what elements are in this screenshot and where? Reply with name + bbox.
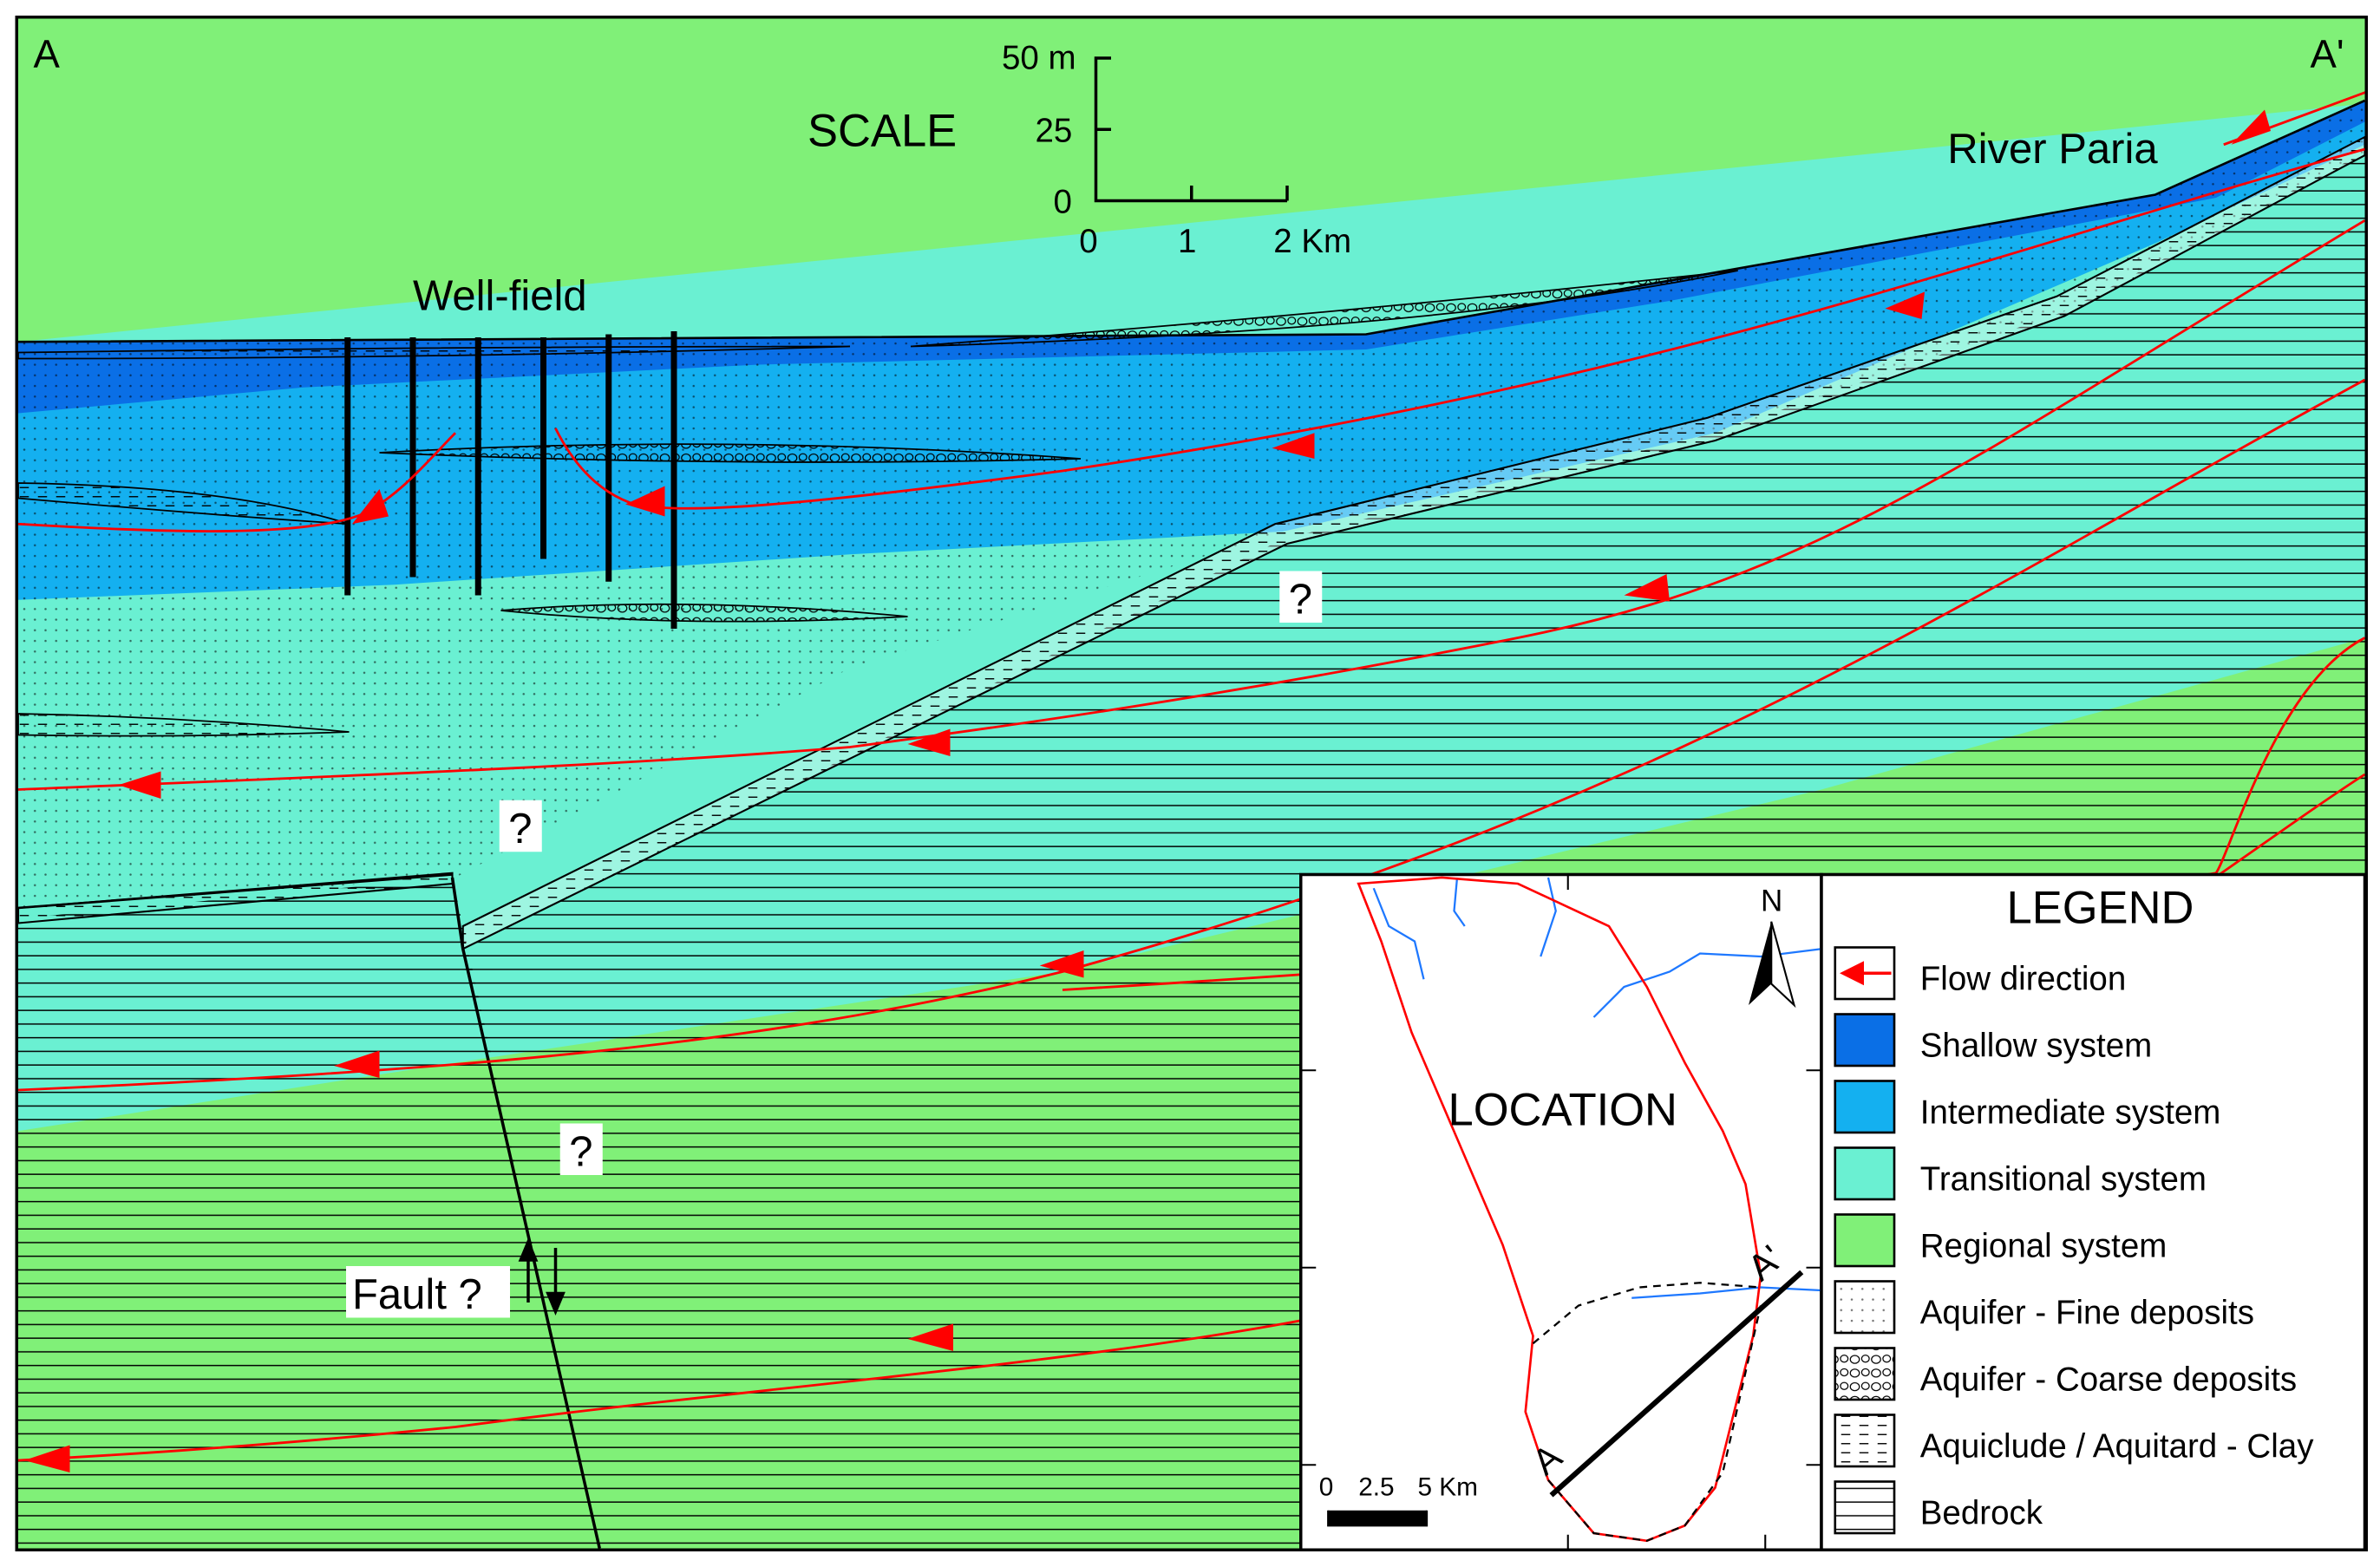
legend-swatch-coarse: [1834, 1347, 1896, 1401]
scale-h-tick-0: 0: [1079, 223, 1097, 260]
scale-title: SCALE: [808, 106, 957, 157]
legend-swatch-clay: [1834, 1414, 1896, 1468]
legend-swatch-transitional: [1834, 1146, 1896, 1201]
legend: LEGEND Flow direction Shallow system Int…: [1820, 872, 2367, 1551]
map-scale-tick-5: 5 Km: [1418, 1472, 1478, 1501]
legend-label-bedrock: Bedrock: [1920, 1495, 2043, 1532]
flow-arrow: [1885, 291, 1925, 319]
legend-label-coarse: Aquifer - Coarse deposits: [1920, 1361, 2297, 1399]
basement-top-west: [18, 873, 453, 910]
legend-swatch-shallow: [1834, 1013, 1896, 1068]
section-line: [1549, 1270, 1804, 1498]
fault-label-box: [346, 1266, 510, 1318]
scale-h-tick-2: 2 Km: [1273, 223, 1351, 260]
clay-lens-deep: [18, 713, 350, 737]
fault-line: [450, 877, 601, 1549]
legend-swatch-bedrock: [1834, 1480, 1896, 1535]
location-title: LOCATION: [1448, 1084, 1677, 1135]
question-mark-fault: ?: [569, 1129, 592, 1176]
location-map: A A' LOCATION N 0 2.5 5 Km: [1299, 872, 1823, 1551]
section-end-label: A': [2311, 32, 2344, 76]
bedrock-block-west: [18, 878, 600, 1549]
coarse-lens-surface: [910, 270, 1738, 348]
river-label: River Paria: [1947, 126, 2158, 173]
coarse-lens-lower: [500, 603, 908, 623]
well-field-label: Well-field: [413, 273, 587, 320]
flow-arrow: [118, 771, 161, 799]
legend-label-clay: Aquiclude / Aquitard - Clay: [1920, 1428, 2314, 1466]
clay-lens-surface: [18, 345, 851, 360]
map-scale-tick-0: 0: [1319, 1472, 1334, 1501]
flow-arrow: [1272, 433, 1315, 459]
legend-title: LEGEND: [2007, 883, 2194, 934]
legend-label-shallow: Shallow system: [1920, 1028, 2152, 1065]
legend-swatch-fine: [1834, 1280, 1896, 1335]
legend-label-intermediate: Intermediate system: [1920, 1094, 2221, 1132]
flow-arrow: [2231, 109, 2271, 145]
question-mark-east: ?: [1289, 577, 1312, 624]
north-label: N: [1761, 885, 1782, 918]
scale-v-tick-50: 50 m: [1002, 39, 1076, 76]
legend-label-regional: Regional system: [1920, 1228, 2168, 1265]
question-mark-center: ?: [508, 806, 532, 852]
flow-line-discharge-west: [18, 432, 456, 532]
section-start-label: A: [34, 32, 61, 76]
north-arrow-icon-half: [1770, 921, 1796, 1009]
north-arrow-icon: [1749, 921, 1772, 1005]
flow-arrow: [24, 1445, 70, 1472]
flow-arrow: [1039, 950, 1084, 978]
map-scale-tick-2-5: 2.5: [1358, 1472, 1394, 1501]
flow-line-regional-upper: [18, 378, 2365, 1092]
legend-swatch-regional: [1834, 1213, 1896, 1268]
flow-arrows: [24, 109, 2271, 1472]
legend-label-fine: Aquifer - Fine deposits: [1920, 1295, 2254, 1332]
flow-arrow: [352, 489, 389, 525]
flow-line-shallow: [637, 147, 2365, 510]
map-scale-bar: [1327, 1510, 1429, 1527]
scale-v-tick-25: 25: [1036, 112, 1073, 149]
legend-swatch-intermediate: [1834, 1080, 1896, 1134]
ground-surface: [18, 99, 2365, 343]
clay-layer-pattern: [461, 135, 2365, 950]
legend-label-flow: Flow direction: [1920, 961, 2127, 998]
question-box: [559, 1123, 603, 1175]
fault-movement-arrows: [518, 1237, 566, 1316]
location-map-ticks: [1300, 874, 1821, 1551]
flow-arrow: [1624, 574, 1670, 602]
sub-basin-boundary: [1547, 1305, 1762, 1542]
flow-arrow: [334, 1050, 380, 1078]
flow-arrow: [625, 486, 665, 517]
coarse-lens-upper: [379, 443, 1082, 463]
wells: [344, 331, 677, 630]
question-box: [499, 800, 542, 852]
scale-v-tick-0: 0: [1054, 184, 1072, 221]
legend-frame: [1820, 872, 2367, 1551]
scale-bar: [1094, 56, 1289, 203]
question-box: [1279, 571, 1323, 623]
fine-deposits-overlay: [18, 101, 2365, 908]
flow-arrow: [907, 728, 951, 756]
legend-label-transitional: Transitional system: [1920, 1161, 2207, 1198]
scale-h-tick-1: 1: [1178, 223, 1196, 260]
basin-boundary: [1357, 876, 1762, 1543]
fault-label: Fault ?: [352, 1271, 482, 1318]
flow-line-intermediate: [18, 219, 2365, 791]
flow-arrowhead-icon: [1840, 961, 1864, 986]
flow-arrow: [907, 1323, 953, 1351]
location-map-frame: [1299, 872, 1823, 1551]
